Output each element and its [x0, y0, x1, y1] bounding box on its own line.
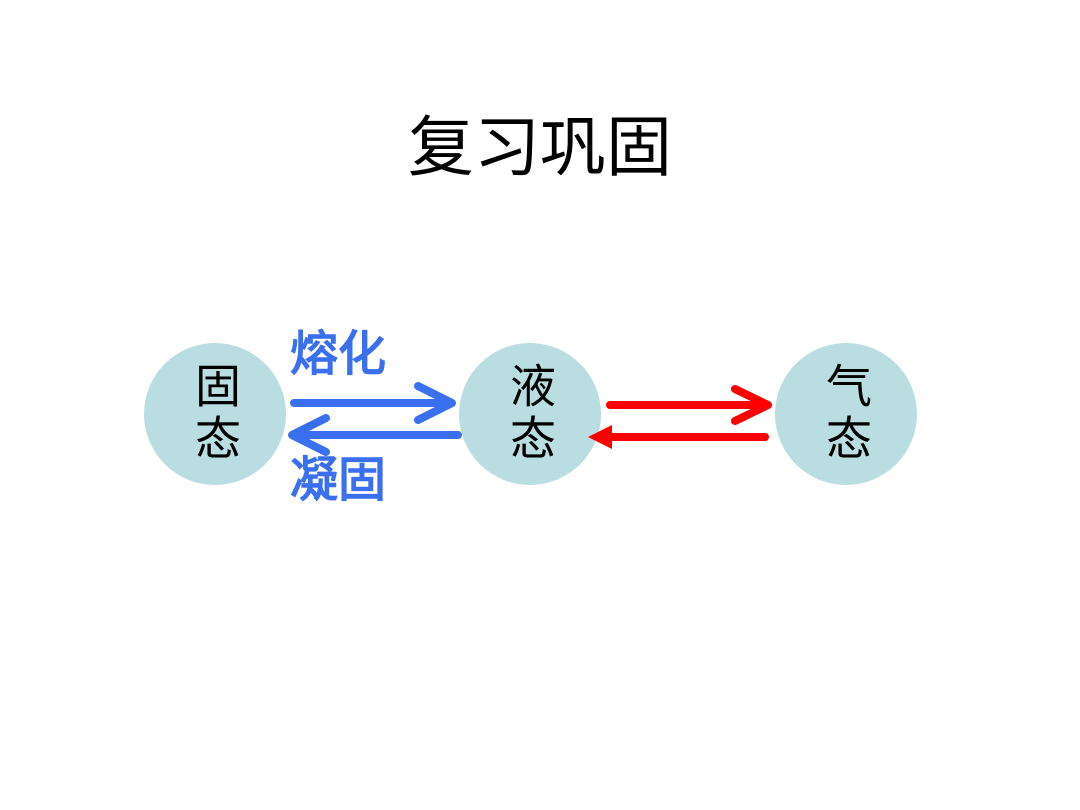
node-liquid: 液态: [459, 343, 601, 485]
node-solid: 固态: [144, 343, 286, 485]
arrow-gas-to-liquid: [588, 425, 769, 449]
page-title: 复习巩固: [408, 109, 672, 186]
edge-label-solidification: 凝固: [290, 452, 387, 508]
node-gas: 气态: [775, 343, 917, 485]
arrow-liquid-to-gas: [606, 385, 772, 425]
edge-label-melting: 熔化: [290, 326, 387, 382]
node-solid-label: 固态: [188, 362, 242, 466]
arrow-melting: [290, 382, 456, 424]
node-liquid-label: 液态: [503, 362, 557, 466]
node-gas-label: 气态: [819, 362, 873, 466]
arrow-solidification: [288, 414, 462, 456]
